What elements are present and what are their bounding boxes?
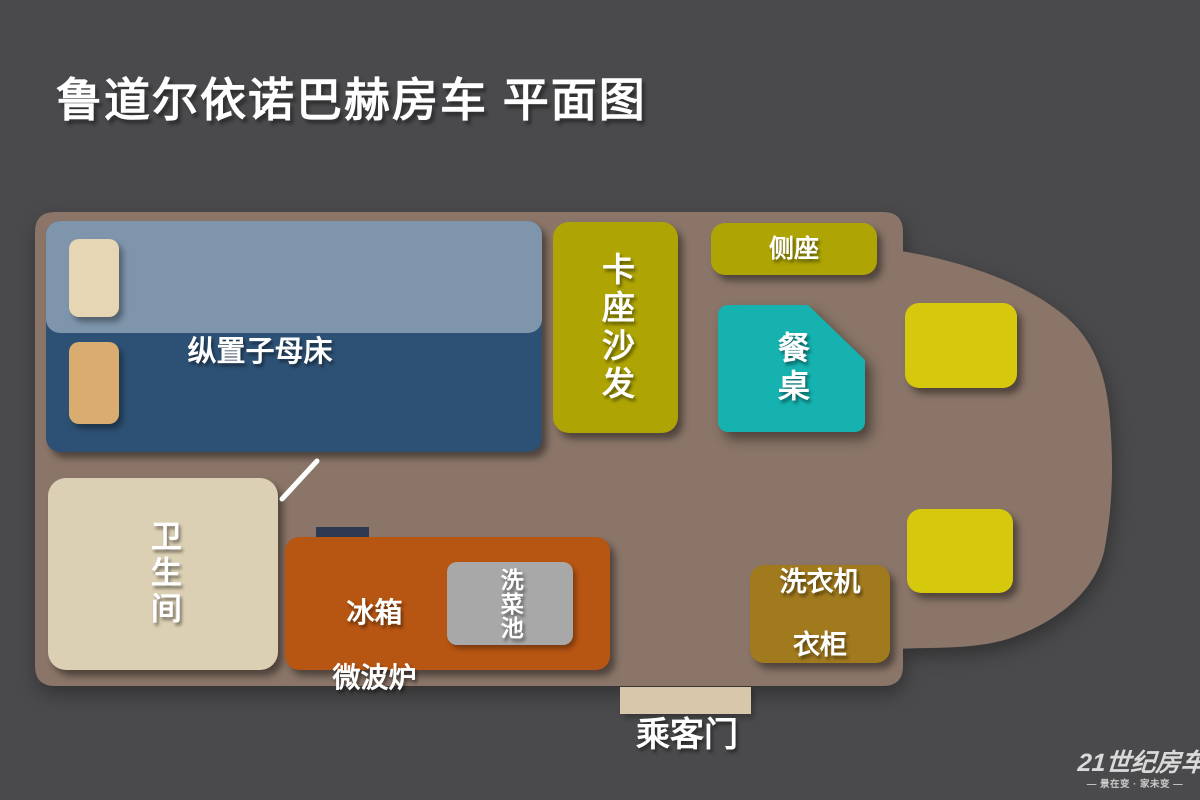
cab-seat-top <box>905 303 1017 388</box>
kitchen-label-line1: 冰箱 <box>346 597 403 629</box>
dining-table-shape: 餐桌 <box>718 305 865 432</box>
dining-table: 餐桌 <box>718 305 865 432</box>
side-seat-label: 侧座 <box>768 234 819 263</box>
page-title: 鲁道尔依诺巴赫房车 平面图 <box>56 74 647 126</box>
bed-upper-bunk <box>46 221 542 333</box>
passenger-door-label: 乘客门 <box>636 716 738 754</box>
washer-label-line1: 洗衣机 <box>779 567 861 598</box>
pillow-upper <box>69 239 119 317</box>
kitchen-unit: 冰箱 微波炉 洗菜池 <box>285 537 610 693</box>
washer-wardrobe: 洗衣机 衣柜 <box>750 565 890 663</box>
booth-sofa: 卡座沙发 <box>553 222 678 433</box>
dining-table-label: 餐桌 <box>773 330 810 407</box>
kitchen-label-line2: 微波炉 <box>332 661 417 693</box>
range-vent-bar <box>316 527 369 538</box>
brand-logo: 21世纪房车 <box>1076 749 1200 777</box>
kitchen-label: 冰箱 微波炉 <box>307 565 442 726</box>
side-seat: 侧座 <box>711 223 877 275</box>
sink-label: 洗菜池 <box>497 567 524 640</box>
cab-seat-bottom <box>907 509 1013 593</box>
bathroom: 卫生间 <box>48 478 278 670</box>
booth-sofa-label: 卡座沙发 <box>597 251 635 404</box>
brand-tagline: — 景在变 · 家未变 — <box>1086 779 1184 790</box>
bed-label: 纵置子母床 <box>187 336 333 368</box>
pillow-lower <box>69 342 119 424</box>
passenger-door <box>620 687 751 714</box>
bathroom-label: 卫生间 <box>145 520 181 628</box>
washer-label: 洗衣机 衣柜 <box>780 536 861 691</box>
sink: 洗菜池 <box>447 562 573 645</box>
washer-label-line2: 衣柜 <box>793 629 847 660</box>
